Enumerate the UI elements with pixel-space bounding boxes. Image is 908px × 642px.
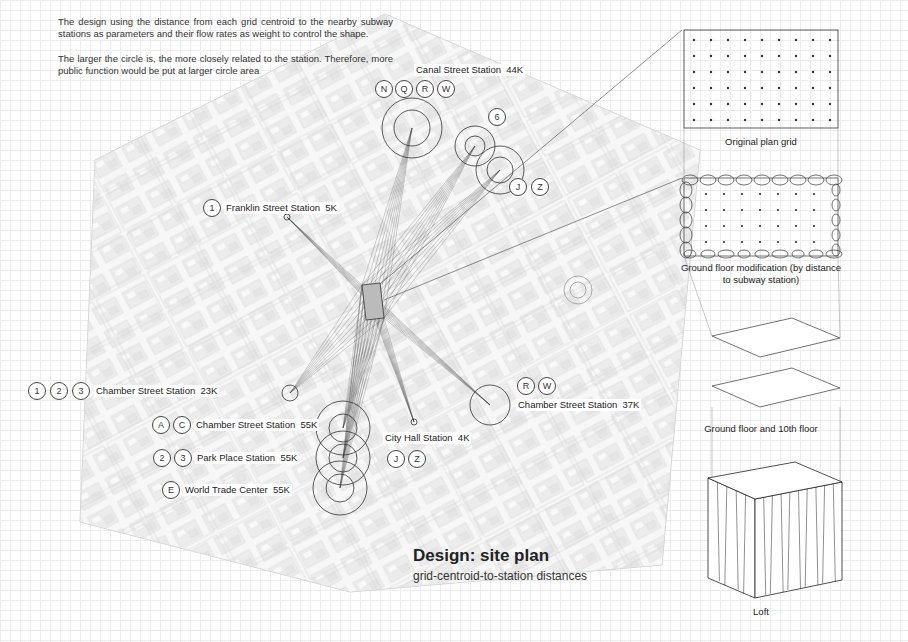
line-badge: Z [531,178,549,196]
line-letter: Z [414,455,420,464]
station-label: Park Place Station 55K [195,452,299,464]
line-badge: E [162,481,180,499]
line-letter: 2 [56,387,61,396]
line-badge: 2 [50,382,68,400]
line-letter: W [543,382,552,391]
line-letter: J [516,183,521,192]
diagram-caption: grid-centroid-to-station distances [413,569,587,583]
line-badge: 2 [153,449,171,467]
loft-volume [708,462,842,598]
line-letter: 1 [34,387,39,396]
line-badge: W [538,377,556,395]
line-letter: 6 [494,113,499,122]
line-badge: W [437,80,455,98]
station-label: Chamber Street Station 55K [194,419,319,431]
round-building [564,276,592,304]
ground-floor-panel [680,175,842,258]
line-letter: Z [537,183,543,192]
station-label: City Hall Station 4K [383,432,471,444]
line-badge: 3 [174,449,192,467]
diagram-title: Design: site plan [413,546,549,566]
line-letter: R [523,382,530,391]
line-badge: R [416,80,434,98]
line-letter: 2 [159,454,164,463]
station-label: Franklin Street Station 5K [224,202,339,214]
station-label: Canal Street Station 44K [414,64,525,76]
panel-caption: Ground floor modification (by distance t… [676,262,846,286]
site-block [362,283,384,320]
line-letter: W [442,85,451,94]
line-letter: C [179,421,186,430]
line-letter: R [422,85,429,94]
station-label: World Trade Center 55K [183,484,292,496]
line-badge: A [152,416,170,434]
note-text: The larger the circle is, the more close… [58,53,393,77]
station-label: Chamber Street Station 37K [516,399,641,411]
panel-caption: Loft [676,606,846,618]
line-badge: 3 [72,382,90,400]
line-badge: N [375,80,393,98]
map-area [80,14,700,592]
line-letter: N [381,85,388,94]
distance-lines [282,98,524,515]
line-letter: 3 [180,454,185,463]
line-letter: 1 [209,204,214,213]
line-letter: 3 [78,387,83,396]
note-text: The design using the distance from each … [58,16,393,40]
panel-caption: Original plan grid [676,136,846,148]
map-blocks [80,14,700,592]
line-letter: E [168,486,174,495]
line-letter: A [158,421,164,430]
line-badge: Z [408,450,426,468]
line-badge: C [173,416,191,434]
line-badge: Q [395,80,413,98]
plan-grid-panel [684,30,838,128]
floor-planes [712,318,840,407]
station-label: Chamber Street Station 23K [94,385,219,397]
line-badge: 1 [28,382,46,400]
line-badge: J [509,178,527,196]
line-badge: 6 [488,108,506,126]
panel-caption: Ground floor and 10th floor [676,423,846,435]
zoom-lines [380,30,682,300]
line-letter: J [394,455,399,464]
line-badge: J [387,450,405,468]
map-wash [80,14,700,592]
line-badge: R [517,377,535,395]
line-letter: Q [400,85,407,94]
line-badge: 1 [203,199,221,217]
